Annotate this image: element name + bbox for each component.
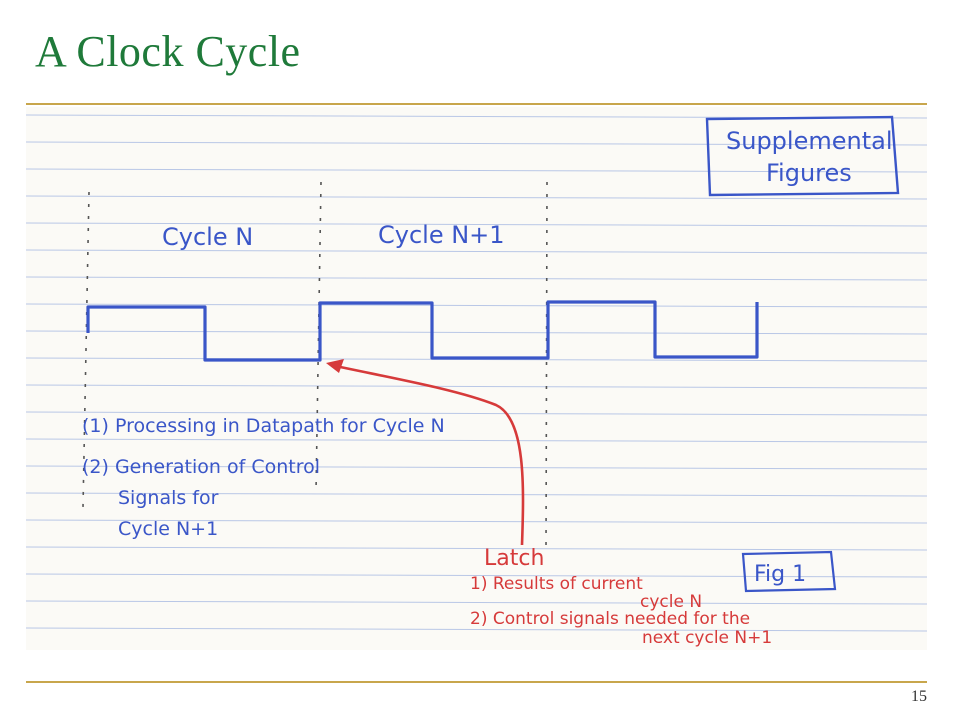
supplemental-box: Supplemental Figures <box>705 115 900 197</box>
handwritten-figure: Supplemental Figures Cycle N Cycle N+1 (… <box>26 107 927 650</box>
boundary-line-1 <box>82 191 90 508</box>
ruled-line <box>26 141 927 146</box>
ruled-line <box>26 546 927 551</box>
ruled-lines <box>26 114 927 632</box>
ruled-line <box>26 411 927 416</box>
arrow-head-icon <box>326 359 344 373</box>
ruled-line <box>26 600 927 605</box>
slide-title: A Clock Cycle <box>35 27 301 76</box>
ruled-line <box>26 465 927 470</box>
note-generation: (2) Generation of Control <box>82 456 320 478</box>
ruled-line <box>26 195 927 200</box>
clock-waveform <box>86 300 759 362</box>
ruled-line <box>26 168 927 173</box>
ruled-line <box>26 519 927 524</box>
note-signals-for: Signals for <box>118 487 219 509</box>
cycle-label-n: Cycle N <box>162 223 253 251</box>
latch-item-2: 2) Control signals needed for the <box>470 609 750 629</box>
fig-1-label: Fig 1 <box>754 562 806 587</box>
ruled-line <box>26 276 927 281</box>
note-cycle-n-plus-1: Cycle N+1 <box>118 518 218 540</box>
ruled-line <box>26 438 927 443</box>
title-divider <box>26 103 927 105</box>
ruled-line <box>26 249 927 254</box>
ruled-line <box>26 222 927 227</box>
clock-diagram: Supplemental Figures Cycle N Cycle N+1 (… <box>26 114 927 648</box>
page-number: 15 <box>911 688 927 705</box>
note-processing: (1) Processing in Datapath for Cycle N <box>82 415 445 437</box>
ruled-line <box>26 384 927 389</box>
ruled-line <box>26 330 927 335</box>
ruled-line <box>26 303 927 308</box>
latch-item-1: 1) Results of current <box>470 574 643 594</box>
footer-divider <box>26 681 927 683</box>
ruled-line <box>26 492 927 497</box>
ruled-line <box>26 627 927 632</box>
latch-heading: Latch <box>484 546 544 571</box>
latch-item-1-cont: cycle N <box>640 592 702 612</box>
fig-1-box: Fig 1 <box>741 550 837 593</box>
ruled-line <box>26 573 927 578</box>
boundary-line-3 <box>545 181 548 553</box>
supplemental-label-line2: Figures <box>766 159 852 187</box>
cycle-label-n-plus-1: Cycle N+1 <box>378 221 505 249</box>
latch-arrow <box>326 359 525 546</box>
supplemental-label-line1: Supplemental <box>726 127 893 155</box>
latch-item-2-cont: next cycle N+1 <box>642 628 772 648</box>
